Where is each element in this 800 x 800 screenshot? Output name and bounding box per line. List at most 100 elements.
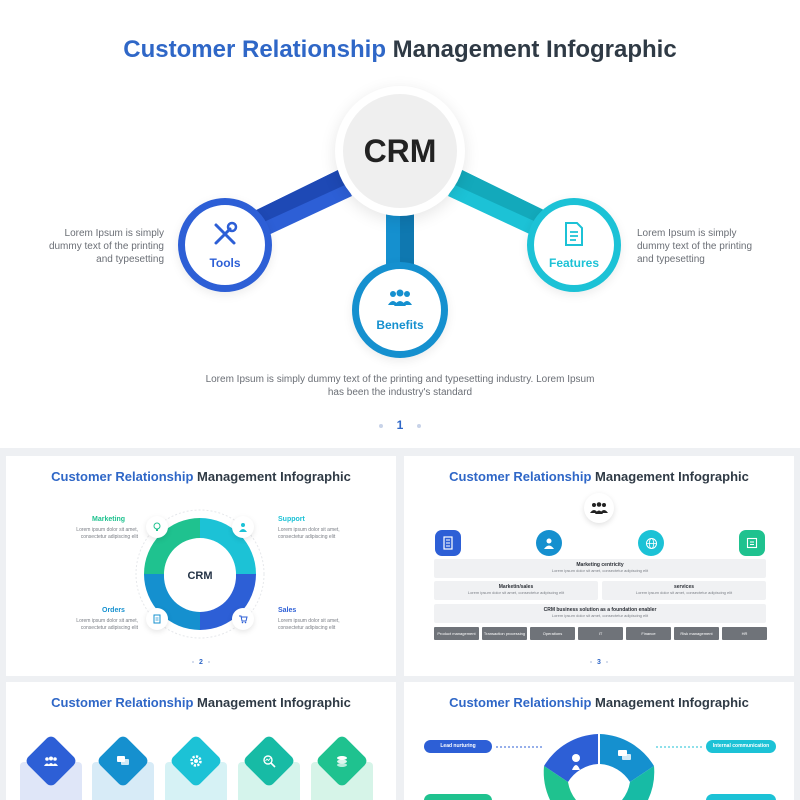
- calculator-icon: [146, 608, 168, 630]
- lead-nurturing-pill: Lead nurturing: [424, 740, 492, 753]
- slide-title: Customer Relationship Management Infogra…: [6, 469, 396, 484]
- marketing-centricity-row: Marketing centricity Lorem ipsum dolor s…: [434, 559, 766, 578]
- crm-hub: CRM: [335, 86, 465, 216]
- cell-transaction-processing: Transaction processing: [482, 627, 527, 640]
- crm-ring: [135, 509, 265, 639]
- cell-product-management: Product management: [434, 627, 479, 640]
- ring-center-label: CRM: [164, 540, 236, 612]
- pager: 3: [404, 659, 794, 666]
- chat-icon: [116, 755, 130, 767]
- row-heading: Marketing centricity: [576, 562, 624, 568]
- calculator-icon: [739, 530, 765, 556]
- pager-next-dot[interactable]: [605, 661, 608, 664]
- lightbulb-icon: [146, 516, 168, 538]
- diamond-2: [96, 734, 150, 788]
- row-heading: Marketin/sales: [498, 584, 534, 590]
- cell-hr: HR: [722, 627, 767, 640]
- segment-wheel: [496, 734, 704, 800]
- document-icon: [563, 221, 585, 252]
- title-highlight: Customer Relationship: [51, 469, 194, 484]
- slide-title: Customer Relationship Management Infogra…: [6, 695, 396, 710]
- people-icon: [387, 289, 413, 314]
- bottom-right-pill: [706, 794, 776, 800]
- marketing-description: Lorem ipsum dolor sit amet, consectetur …: [76, 527, 138, 540]
- features-node[interactable]: Features: [527, 198, 621, 292]
- sales-description: Lorem ipsum dolor sit amet, consectetur …: [278, 618, 340, 631]
- sales-label: Sales: [278, 607, 297, 614]
- title-rest: Management Infographic: [386, 36, 677, 63]
- benefits-description: Lorem Ipsum is simply dummy text of the …: [205, 374, 595, 398]
- title-highlight: Customer Relationship: [449, 695, 592, 710]
- tools-icon: [212, 221, 238, 252]
- foundation-row: CRM business solution as a foundation en…: [434, 604, 766, 623]
- gear-icon: [189, 754, 203, 768]
- globe-icon: [638, 530, 664, 556]
- people-icon: [584, 493, 614, 523]
- row-text: Lorem ipsum dolor sit amet, consectetur …: [551, 568, 649, 573]
- support-label: Support: [278, 516, 305, 523]
- page-number: 3: [597, 659, 601, 666]
- diamond-4: [242, 734, 296, 788]
- title-rest: Management Infographic: [591, 695, 749, 710]
- pager-next-dot[interactable]: [207, 661, 210, 664]
- title-highlight: Customer Relationship: [449, 469, 592, 484]
- diamond-1: [24, 734, 78, 788]
- slide-5[interactable]: Customer Relationship Management Infogra…: [404, 682, 794, 800]
- slide-4[interactable]: Customer Relationship Management Infogra…: [6, 682, 396, 800]
- bottom-left-pill: [424, 794, 492, 800]
- title-rest: Management Infographic: [591, 469, 749, 484]
- building-icon: [435, 530, 461, 556]
- title-rest: Management Infographic: [193, 469, 351, 484]
- slide-1[interactable]: Customer Relationship Management Infogra…: [0, 0, 800, 448]
- marketing-label: Marketing: [92, 516, 126, 523]
- connector-arms: [248, 170, 552, 268]
- internal-communication-pill: Internal communication: [706, 740, 776, 753]
- orders-label: Orders: [102, 607, 125, 614]
- row-text: Lorem ipsum dolor sit amet, consectetur …: [551, 613, 649, 618]
- magnifier-chart-icon: [262, 754, 276, 768]
- pager-prev-dot[interactable]: [378, 423, 383, 428]
- diamond-3: [169, 734, 223, 788]
- page-number: 2: [199, 659, 203, 666]
- marketing-sales-row: Marketin/sales Lorem ipsum dolor sit ame…: [434, 581, 598, 600]
- row-heading: CRM business solution as a foundation en…: [543, 607, 657, 613]
- slide-2[interactable]: Customer Relationship Management Infogra…: [6, 456, 396, 676]
- user-icon: [232, 516, 254, 538]
- cell-it: IT: [578, 627, 623, 640]
- features-description: Lorem Ipsum is simply dummy text of the …: [637, 228, 753, 265]
- row-text: Lorem ipsum dolor sit amet, consectetur …: [635, 590, 733, 595]
- tools-label: Tools: [209, 255, 241, 270]
- benefits-node[interactable]: Benefits: [352, 262, 448, 358]
- people-icon: [43, 756, 59, 766]
- tools-node[interactable]: Tools: [178, 198, 272, 292]
- slide-title: Customer Relationship Management Infogra…: [404, 469, 794, 484]
- orders-description: Lorem ipsum dolor sit amet, consectetur …: [76, 618, 138, 631]
- title-highlight: Customer Relationship: [123, 36, 386, 63]
- support-description: Lorem ipsum dolor sit amet, consectetur …: [278, 527, 340, 540]
- benefits-label: Benefits: [376, 317, 424, 332]
- pager: 2: [6, 659, 396, 666]
- row-text: Lorem ipsum dolor sit amet, consectetur …: [467, 590, 565, 595]
- crm-hub-label: CRM: [343, 94, 457, 208]
- features-label: Features: [548, 255, 600, 270]
- cell-operations: Operations: [530, 627, 575, 640]
- pager-prev-dot[interactable]: [590, 661, 593, 664]
- title-highlight: Customer Relationship: [51, 695, 194, 710]
- pager: 1: [0, 418, 800, 432]
- pager-next-dot[interactable]: [417, 423, 422, 428]
- services-row: services Lorem ipsum dolor sit amet, con…: [602, 581, 766, 600]
- coins-icon: [335, 754, 349, 768]
- row-heading: services: [673, 584, 695, 590]
- slide-title: Customer Relationship Management Infogra…: [404, 695, 794, 710]
- page-number: 1: [396, 418, 404, 432]
- cell-risk-management: Risk management: [674, 627, 719, 640]
- pager-prev-dot[interactable]: [192, 661, 195, 664]
- cell-finance: Finance: [626, 627, 671, 640]
- diamond-5: [315, 734, 369, 788]
- slide-title: Customer Relationship Management Infogra…: [0, 36, 800, 64]
- title-rest: Management Infographic: [193, 695, 351, 710]
- slide-3[interactable]: Customer Relationship Management Infogra…: [404, 456, 794, 676]
- tools-description: Lorem Ipsum is simply dummy text of the …: [48, 228, 164, 265]
- cart-icon: [232, 608, 254, 630]
- user-icon: [536, 530, 562, 556]
